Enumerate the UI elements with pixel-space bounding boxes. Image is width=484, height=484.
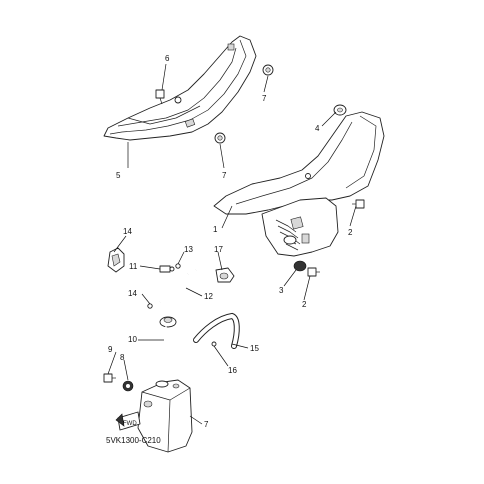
callout-7-top: 7 bbox=[262, 94, 267, 103]
leader-lines bbox=[107, 63, 357, 425]
callout-13: 12 bbox=[204, 292, 213, 301]
callout-1: 1 bbox=[213, 225, 218, 234]
callout-8: 7 bbox=[204, 420, 209, 429]
grommet-9 bbox=[122, 380, 134, 392]
bolt-2-lower bbox=[307, 267, 320, 277]
callout-6: 6 bbox=[165, 54, 170, 63]
bolt-10 bbox=[103, 373, 116, 383]
svg-text:FWD: FWD bbox=[123, 421, 137, 427]
callout-17: 17 bbox=[214, 245, 223, 254]
callout-18: 14 bbox=[123, 227, 132, 236]
bracket-18 bbox=[107, 247, 125, 273]
grommet-4 bbox=[333, 104, 347, 116]
clip-16 bbox=[211, 341, 217, 347]
callout-15: 15 bbox=[250, 344, 259, 353]
clip-14-upper bbox=[175, 263, 181, 269]
diagram-code: 5VK1300-C210 bbox=[106, 436, 161, 445]
side-cover-right bbox=[213, 111, 385, 257]
callout-14-upper: 13 bbox=[184, 245, 193, 254]
callout-3: 3 bbox=[279, 286, 284, 295]
side-cover-left bbox=[103, 35, 257, 141]
callout-2-lower: 2 bbox=[302, 300, 307, 309]
fwd-mark: FWD bbox=[115, 411, 141, 431]
callout-labels: 6 7 7 5 4 1 2 3 2 14 11 13 14 12 17 10 1… bbox=[108, 54, 353, 429]
hose-13 bbox=[158, 268, 197, 303]
callout-9: 8 bbox=[120, 353, 125, 362]
callout-5: 5 bbox=[116, 171, 121, 180]
bolt-6 bbox=[155, 89, 165, 105]
callout-12: 11 bbox=[129, 262, 138, 271]
callout-10: 9 bbox=[108, 345, 113, 354]
callout-16: 16 bbox=[228, 366, 237, 375]
callout-14-lower: 14 bbox=[128, 289, 137, 298]
collar-3 bbox=[293, 260, 307, 272]
hose-15 bbox=[193, 312, 240, 349]
callout-11: 10 bbox=[128, 335, 137, 344]
callout-2-upper: 2 bbox=[348, 228, 353, 237]
callout-4: 4 bbox=[315, 124, 320, 133]
clip-14-lower bbox=[147, 303, 153, 309]
reservoir-tank-8 bbox=[137, 379, 193, 453]
filler-cap bbox=[159, 316, 177, 328]
fitting-12 bbox=[159, 265, 175, 273]
callout-7-bottom: 7 bbox=[222, 171, 227, 180]
grommet-7-bottom bbox=[214, 132, 226, 144]
grommet-7-top bbox=[262, 64, 274, 76]
clamp-17 bbox=[215, 267, 235, 283]
bolt-2-upper bbox=[352, 199, 365, 209]
